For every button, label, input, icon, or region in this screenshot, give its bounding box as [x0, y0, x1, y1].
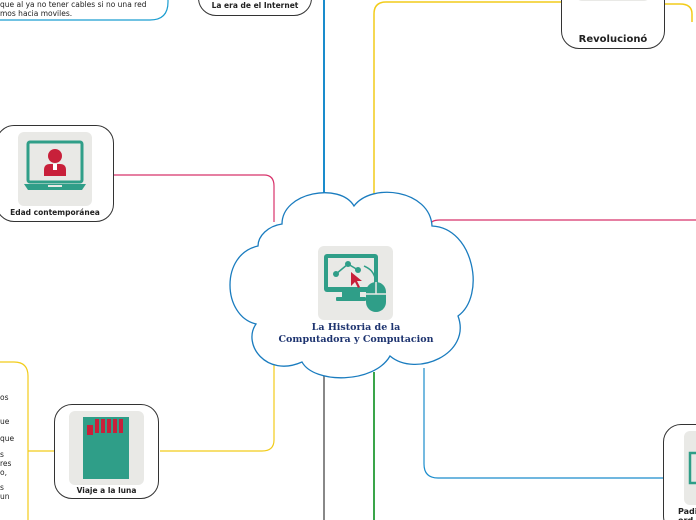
- fragment-6: o,: [0, 468, 7, 477]
- node-viaje-label: Viaje a la luna: [76, 486, 137, 495]
- node-revoluciono-label: Revolucionó: [578, 34, 648, 45]
- node-padi[interactable]: Padi ord: [663, 424, 696, 520]
- node-revoluciono[interactable]: Revolucionó: [561, 0, 665, 49]
- node-internet[interactable]: La era de el Internet: [198, 0, 312, 16]
- node-internet-label: La era de el Internet: [211, 1, 299, 10]
- computer-click-icon: [324, 254, 386, 312]
- fragment-7: s: [0, 483, 4, 492]
- node-edad-label: Edad contemporánea: [10, 208, 100, 217]
- fragment-3: que: [0, 434, 15, 443]
- node-edad-tile: [18, 132, 92, 206]
- central-icon-tile: [318, 246, 393, 320]
- node-padi-label-line2: ord: [678, 516, 696, 520]
- central-title[interactable]: La Historia de la Computadora y Computac…: [278, 322, 434, 345]
- note-top-left: que al ya no tener cables si no una red …: [0, 0, 146, 18]
- branch-top-right-tail: [650, 3, 693, 22]
- fragment-2: ue: [0, 417, 10, 426]
- node-edad-contemporanea[interactable]: Edad contemporánea: [0, 125, 114, 222]
- fragment-8: un: [0, 492, 10, 501]
- fragment-4: s: [0, 450, 4, 459]
- presenter-monitor-icon: [24, 140, 86, 190]
- note-left-border: [0, 361, 29, 520]
- branch-bottom-right: [423, 368, 664, 479]
- note-left-fragments: os ue que s res o, s un: [0, 393, 26, 501]
- node-viaje-tile: [69, 411, 144, 485]
- node-padi-label-line1: Padi: [678, 507, 696, 516]
- node-padi-tile: [684, 431, 696, 505]
- node-revoluciono-tile: [576, 0, 650, 1]
- fragment-5: res: [0, 459, 12, 468]
- branch-bottom-left: [160, 355, 275, 452]
- node-padi-label: Padi ord: [678, 507, 696, 520]
- note-top-left-line2: mos hacia moviles.: [0, 9, 73, 18]
- node-viaje-luna[interactable]: Viaje a la luna: [54, 404, 159, 499]
- note-top-left-line1: que al ya no tener cables si no una red: [0, 0, 147, 9]
- note-top-left-border: [0, 0, 169, 21]
- fragment-1: os: [0, 393, 9, 402]
- sd-card-icon: [83, 417, 129, 479]
- network-computers-icon: [576, 0, 650, 1]
- branch-top-right: [373, 1, 570, 195]
- branch-left-mid: [114, 174, 275, 222]
- monitor-icon: [688, 451, 696, 485]
